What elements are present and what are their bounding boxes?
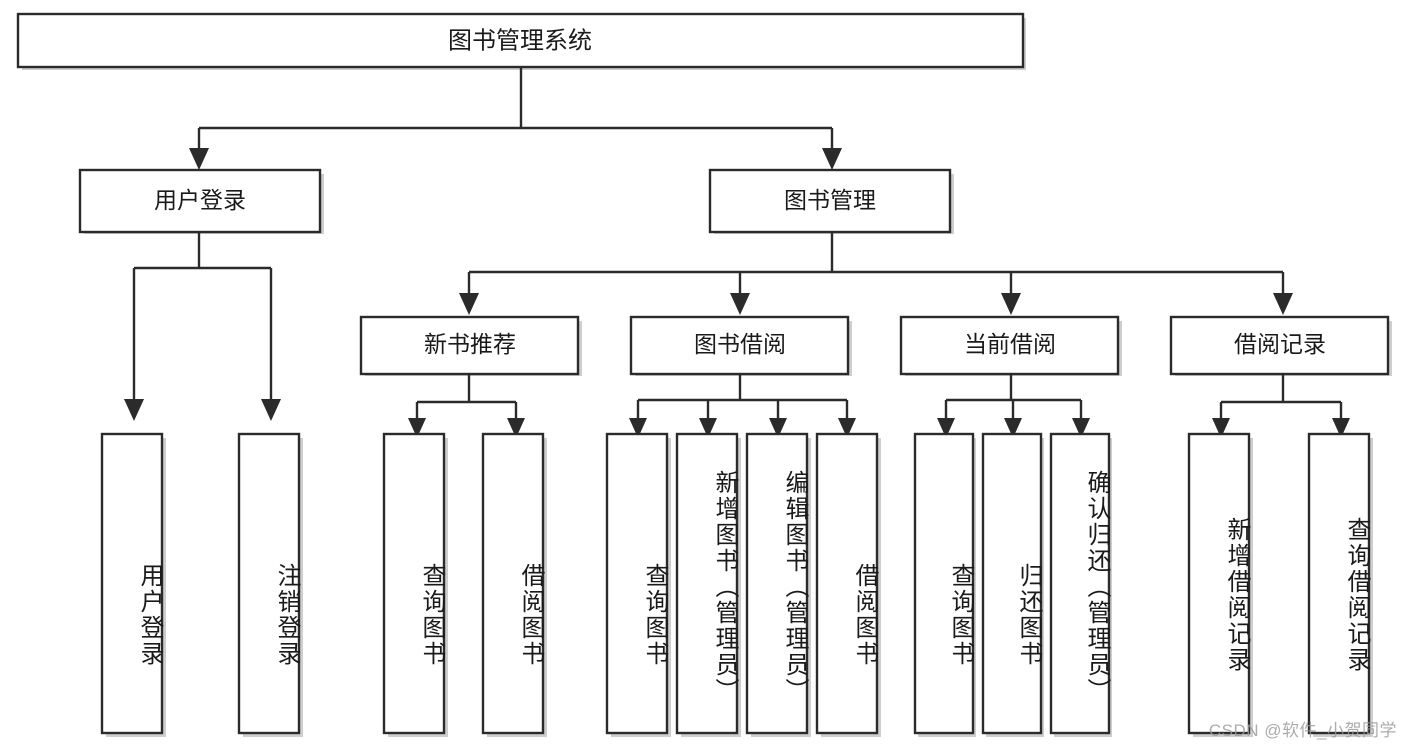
leaf-box[interactable]: [605, 432, 669, 735]
node-user-login-label: 用户登录: [154, 187, 246, 213]
connectors: [132, 68, 1343, 422]
leaf-box[interactable]: [481, 432, 545, 735]
leaf-boxes: [100, 432, 1371, 735]
node-user-login[interactable]: 用户登录: [78, 168, 322, 234]
leaf-box[interactable]: [382, 432, 446, 735]
leaf-box[interactable]: [675, 432, 739, 735]
node-book-management-label: 图书管理: [784, 187, 876, 213]
leaf-box[interactable]: [815, 432, 879, 735]
node-new-book-recommend[interactable]: 新书推荐: [359, 315, 580, 376]
node-current-borrow-label: 当前借阅: [964, 331, 1056, 357]
node-root-label: 图书管理系统: [448, 27, 592, 54]
leaf-box[interactable]: [100, 432, 164, 735]
leaf-box[interactable]: [1049, 432, 1111, 735]
node-borrow-record-label: 借阅记录: [1234, 331, 1326, 357]
arrow-heads: [124, 148, 1350, 438]
node-new-book-recommend-label: 新书推荐: [424, 331, 516, 357]
leaf-box[interactable]: [1187, 432, 1251, 735]
node-borrow-record[interactable]: 借阅记录: [1169, 315, 1390, 376]
leaf-box[interactable]: [1307, 432, 1371, 735]
node-book-management[interactable]: 图书管理: [708, 168, 952, 234]
node-current-borrow[interactable]: 当前借阅: [899, 315, 1120, 376]
leaf-box[interactable]: [237, 432, 301, 735]
node-book-borrow[interactable]: 图书借阅: [629, 315, 850, 376]
leaf-box[interactable]: [981, 432, 1043, 735]
leaf-box[interactable]: [745, 432, 809, 735]
csdn-watermark: CSDN @软件_小贺同学: [1208, 721, 1397, 740]
node-book-borrow-label: 图书借阅: [694, 331, 786, 357]
node-root[interactable]: 图书管理系统: [16, 12, 1025, 69]
leaf-box[interactable]: [913, 432, 975, 735]
